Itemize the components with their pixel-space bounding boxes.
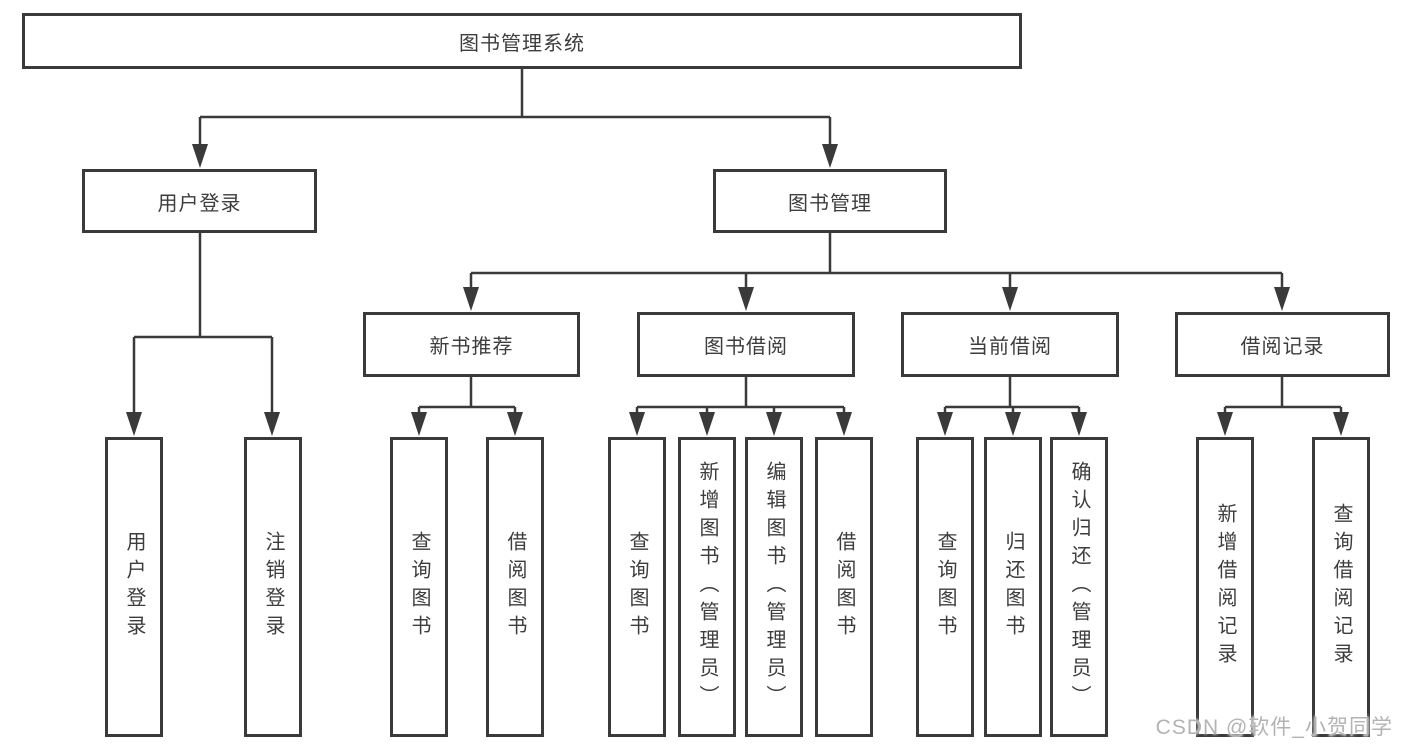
leaf-logout: 注销登录	[244, 437, 302, 737]
node-book-borrow: 图书借阅	[637, 312, 855, 377]
leaf-query-books-current-label: 查询图书	[934, 531, 956, 643]
leaf-borrow-books: 借阅图书	[815, 437, 873, 737]
node-current-borrow-label: 当前借阅	[968, 336, 1052, 358]
leaf-add-books-admin-label: 新增图书（管理员）	[696, 461, 718, 713]
node-user-login: 用户登录	[82, 169, 317, 233]
leaf-query-books-recommend-label: 查询图书	[408, 531, 430, 643]
leaf-confirm-return-admin-label: 确认归还（管理员）	[1068, 461, 1090, 713]
leaf-query-books-borrow-label: 查询图书	[626, 531, 648, 643]
node-root-library-system: 图书管理系统	[22, 13, 1022, 69]
leaf-edit-books-admin: 编辑图书（管理员）	[745, 437, 803, 737]
leaf-add-borrow-record-label: 新增借阅记录	[1214, 503, 1236, 671]
leaf-query-borrow-record: 查询借阅记录	[1312, 437, 1370, 737]
leaf-return-books-label: 归还图书	[1002, 531, 1024, 643]
leaf-query-books-current: 查询图书	[916, 437, 974, 737]
leaf-user-login-label: 用户登录	[123, 531, 145, 643]
node-borrow-records-label: 借阅记录	[1240, 336, 1325, 358]
leaf-return-books: 归还图书	[984, 437, 1042, 737]
leaf-borrow-books-label: 借阅图书	[833, 531, 855, 643]
leaf-add-borrow-record: 新增借阅记录	[1196, 437, 1254, 737]
leaf-user-login: 用户登录	[105, 437, 163, 737]
leaf-confirm-return-admin: 确认归还（管理员）	[1050, 437, 1108, 737]
leaf-query-books-recommend: 查询图书	[390, 437, 448, 737]
node-book-borrow-label: 图书借阅	[704, 336, 788, 358]
node-new-book-recommend-label: 新书推荐	[429, 336, 514, 358]
leaf-query-books-borrow: 查询图书	[608, 437, 666, 737]
node-borrow-records: 借阅记录	[1175, 312, 1390, 377]
leaf-borrow-books-recommend: 借阅图书	[486, 437, 544, 737]
leaf-add-books-admin: 新增图书（管理员）	[678, 437, 736, 737]
leaf-edit-books-admin-label: 编辑图书（管理员）	[763, 461, 785, 713]
leaf-borrow-books-recommend-label: 借阅图书	[504, 531, 526, 643]
node-new-book-recommend: 新书推荐	[363, 312, 580, 377]
leaf-query-borrow-record-label: 查询借阅记录	[1330, 503, 1352, 671]
node-book-management: 图书管理	[713, 169, 947, 233]
node-book-management-label: 图书管理	[788, 192, 872, 215]
node-user-login-label: 用户登录	[157, 192, 242, 215]
node-current-borrow: 当前借阅	[901, 312, 1119, 377]
node-root-label: 图书管理系统	[459, 32, 585, 55]
csdn-watermark: CSDN @软件_小贺同学	[1155, 716, 1393, 739]
leaf-logout-label: 注销登录	[262, 531, 284, 643]
